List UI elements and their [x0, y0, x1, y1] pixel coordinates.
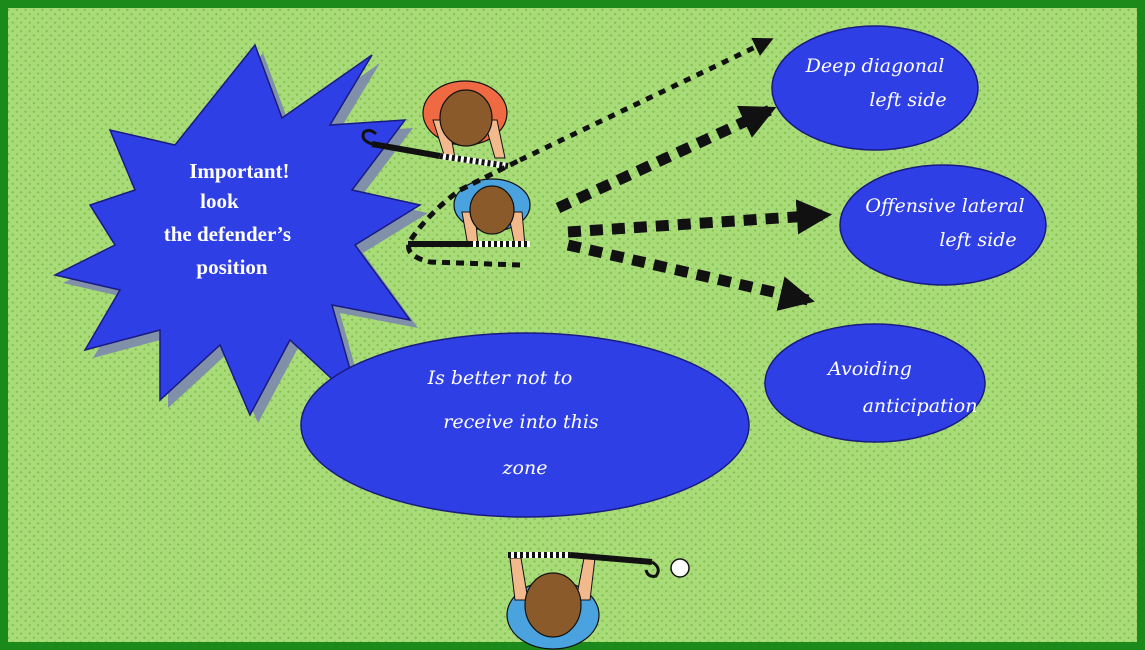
bubble-offensive-lateral-line-2: left side	[939, 229, 1016, 251]
movement-arrows	[518, 37, 833, 311]
arrow-avoiding-anticipation	[566, 239, 815, 311]
callout-line-1: Important!	[189, 159, 289, 183]
svg-text:Deep diagonal left side: Deep diagonal left side	[805, 55, 951, 111]
bubble-avoiding-line-1: Avoiding	[826, 358, 912, 380]
bubble-offensive-lateral: Offensive lateral left side	[839, 164, 1047, 286]
turn-path	[406, 157, 522, 268]
svg-text:Important! look th: Important! look the defender’s position	[164, 159, 297, 279]
bubble-deep-diagonal: Deep diagonal left side	[771, 25, 979, 151]
svg-text:Offensive lateral left s: Offensive lateral left side	[865, 195, 1030, 251]
receiving-player	[408, 178, 531, 247]
bubble-deep-diagonal-line-2: left side	[869, 89, 946, 111]
svg-text:Is better not to receive: Is better not to receive into this zone	[427, 367, 605, 479]
bubble-no-receive-zone: Is better not to receive into this zone	[300, 332, 750, 518]
bubble-offensive-lateral-line-1: Offensive lateral	[865, 195, 1024, 217]
arrow-deep-diagonal	[555, 105, 777, 213]
passing-player	[506, 552, 690, 650]
callout-starburst: Important! look the defender’s position	[52, 43, 428, 423]
bubble-avoiding-line-2: anticipation	[863, 395, 978, 417]
defender-stick	[361, 128, 509, 169]
callout-line-3: the defender’s	[164, 222, 291, 246]
passer-stick	[508, 552, 660, 578]
bubble-avoiding-anticipation: Avoiding anticipation	[764, 323, 986, 443]
ball	[670, 558, 690, 578]
callout-line-4: position	[196, 255, 268, 279]
defender-player	[361, 80, 509, 169]
bubble-zone-line-1: Is better not to	[427, 367, 573, 389]
callout-line-2: look	[200, 189, 239, 213]
arrow-deep-diagonal-thin	[518, 37, 774, 163]
bubble-deep-diagonal-line-1: Deep diagonal	[805, 55, 945, 77]
svg-text:Avoiding anticipation: Avoiding anticipation	[826, 358, 977, 417]
bubble-zone-line-2: receive into this	[443, 411, 599, 433]
bubble-zone-line-3: zone	[502, 457, 548, 479]
